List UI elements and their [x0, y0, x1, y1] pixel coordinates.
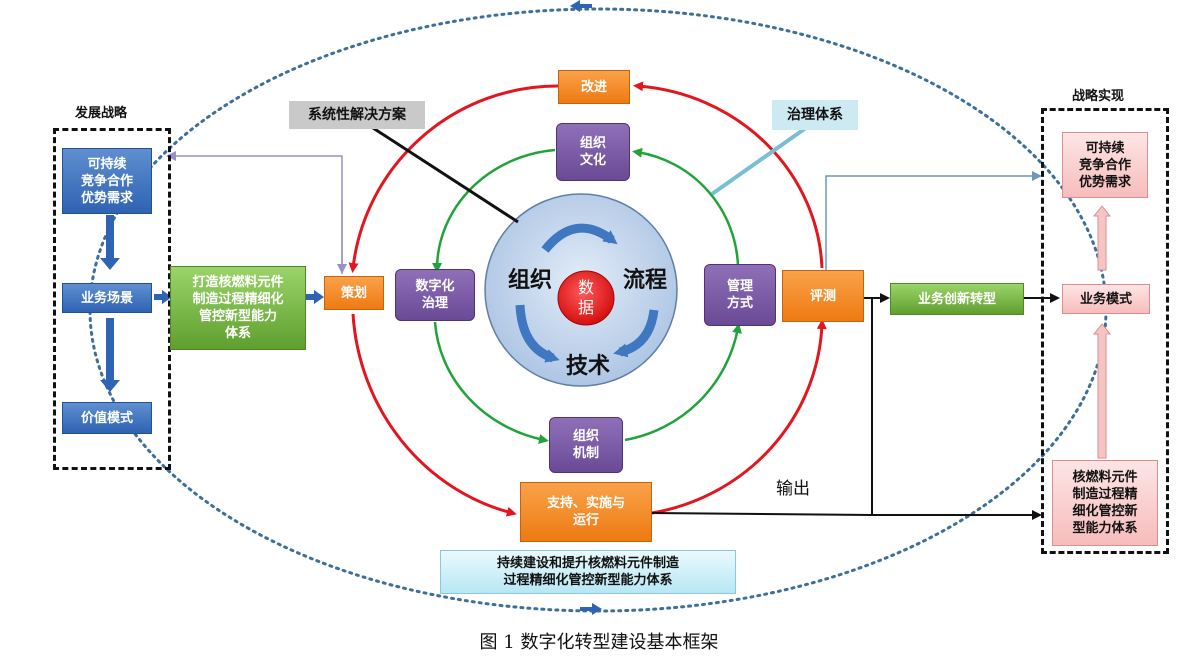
hub-label-org: 组织	[508, 268, 553, 293]
red-cycle-arc-bottom-right	[651, 319, 827, 515]
hub-arrow-left	[515, 304, 560, 363]
hub-label-tech: 技术	[566, 354, 611, 379]
left-green-capability-box: 打造核燃料元件 制造过程精细化 管控新型能力 体系	[170, 266, 306, 350]
arrow-scenario-to-green	[154, 290, 172, 304]
hub-arrow-right	[613, 309, 659, 358]
hub-label-process: 流程	[623, 268, 668, 293]
outer-cycle-arrow-bottom	[580, 603, 602, 615]
right-box-business-model: 业务模式	[1062, 284, 1150, 314]
green-cycle-arc-bottom-right	[624, 323, 742, 442]
node-culture: 组织 文化	[556, 123, 630, 181]
node-management: 管理 方式	[704, 264, 776, 326]
green-cycle-arc-bottom-left	[433, 321, 549, 444]
governance-pointer	[710, 116, 822, 196]
right-box-capability: 核燃料元件 制造过程精 细化管控新 型能力体系	[1052, 460, 1158, 546]
node-mechanism: 组织 机制	[549, 417, 623, 473]
green-cycle-arc-top-left	[432, 148, 556, 273]
left-dashed-frame	[53, 128, 171, 470]
node-evaluate: 评测	[782, 270, 864, 322]
red-cycle-arc-top-left	[348, 84, 559, 273]
support-output-line	[651, 512, 873, 516]
node-digital-governance: 数字化 治理	[395, 269, 475, 321]
red-cycle-arc-bottom-left	[351, 313, 517, 517]
node-support: 支持、实施与 运行	[520, 482, 652, 542]
right-dashed-frame	[1041, 108, 1169, 554]
node-improve: 改进	[558, 70, 630, 104]
arrow-capability-to-model	[1092, 323, 1112, 459]
hub-arrow-top	[541, 223, 618, 253]
bottom-continuous-build-box: 持续建设和提升核燃料元件制造 过程精细化管控新型能力体系	[440, 550, 736, 594]
callout-governance-system: 治理体系	[772, 100, 858, 130]
arrow-scenario-to-value	[100, 318, 120, 392]
left-panel-title: 发展战略	[75, 106, 128, 121]
data-core	[557, 270, 615, 326]
arrow-model-to-sustain	[1092, 205, 1112, 271]
left-box-value: 价值模式	[62, 402, 152, 434]
node-plan: 策划	[324, 276, 384, 310]
innovation-box: 业务创新转型	[890, 283, 1024, 315]
evaluate-feedback-line	[825, 171, 1042, 270]
arrow-sustain-to-scenario	[100, 215, 120, 270]
right-panel-title: 战略实现	[1072, 89, 1125, 104]
left-box-sustain: 可持续 竞争合作 优势需求	[62, 148, 152, 214]
red-cycle-arc-top-right	[633, 81, 824, 269]
output-label: 输出	[776, 479, 810, 499]
systemic-solution-pointer	[369, 124, 519, 224]
left-box-scenario: 业务场景	[62, 283, 152, 313]
hub-label-data: 数 据	[577, 278, 594, 317]
figure-caption: 图 1 数字化转型建设基本框架	[479, 632, 719, 653]
green-cycle-arc-top-right	[632, 147, 740, 267]
arrow-green-to-plan	[306, 290, 324, 304]
callout-systemic-solution: 系统性解决方案	[289, 101, 425, 129]
outer-cycle-arrow-top	[570, 0, 592, 12]
right-box-sustain: 可持续 竞争合作 优势需求	[1062, 132, 1148, 198]
plan-feedback-line	[166, 151, 343, 274]
